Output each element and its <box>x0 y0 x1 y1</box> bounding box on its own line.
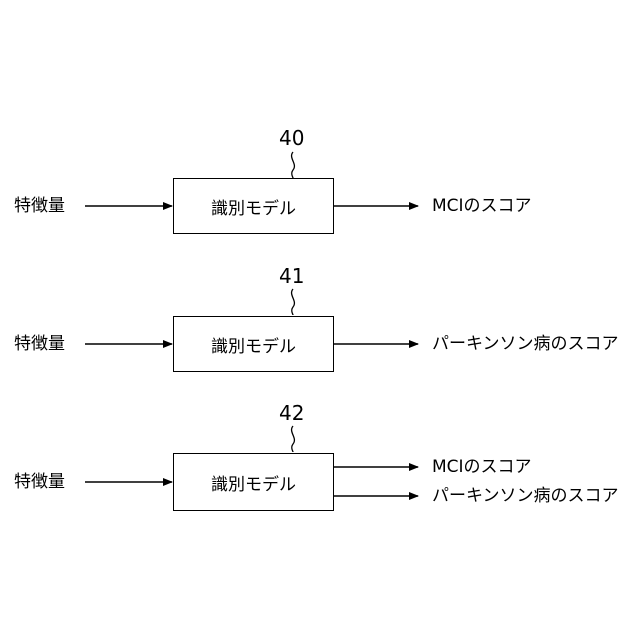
feature-input-label: 特徴量 <box>14 334 65 354</box>
model-label: 識別モデル <box>211 332 296 357</box>
feature-input-label: 特徴量 <box>14 472 65 492</box>
leader-line-40 <box>292 152 295 178</box>
reference-number-40: 40 <box>279 127 304 149</box>
leader-line-42 <box>292 426 295 452</box>
model-label: 識別モデル <box>211 470 296 495</box>
output-label-mci-score: MCIのスコア <box>432 196 532 216</box>
reference-number-42: 42 <box>279 402 304 424</box>
classification-model-box: 識別モデル <box>173 316 334 372</box>
classification-model-box: 識別モデル <box>173 453 334 511</box>
output-label-mci-score: MCIのスコア <box>432 457 532 477</box>
reference-number-41: 41 <box>279 265 304 287</box>
output-label-parkinson-score: パーキンソン病のスコア <box>432 334 619 354</box>
leader-line-41 <box>292 289 295 315</box>
feature-input-label: 特徴量 <box>14 196 65 216</box>
classification-model-box: 識別モデル <box>173 178 334 234</box>
model-label: 識別モデル <box>211 194 296 219</box>
output-label-parkinson-score: パーキンソン病のスコア <box>432 486 619 506</box>
